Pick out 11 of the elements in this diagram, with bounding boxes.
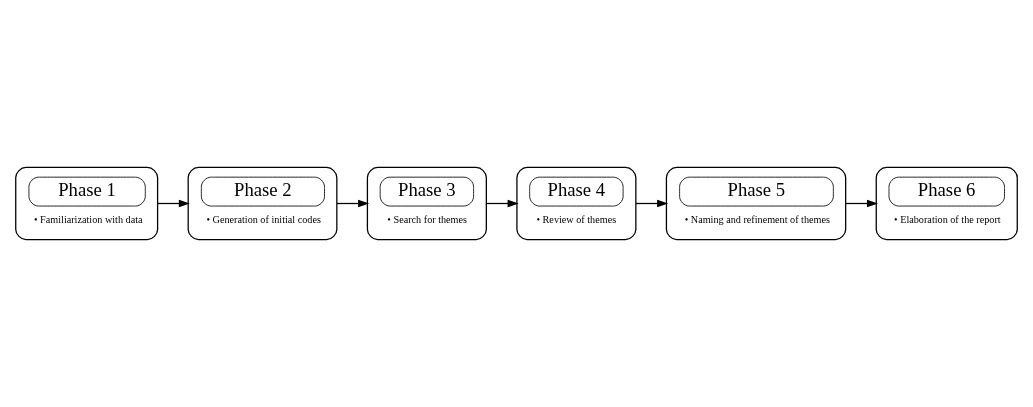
node-box: Phase 4 • Review of themes xyxy=(516,166,637,241)
arrow xyxy=(157,199,190,208)
node-box: Phase 6 • Elaboration of the report xyxy=(875,166,1018,241)
node-box: Phase 3 • Search for themes xyxy=(366,166,487,241)
arrow xyxy=(336,199,370,208)
node-box: Phase 1 • Familiarization with data xyxy=(15,166,159,241)
node-box: Phase 5 • Naming and refinement of themes xyxy=(665,166,847,241)
arrow xyxy=(635,199,669,208)
arrow xyxy=(845,199,879,208)
node-box: Phase 2 • Generation of initial codes xyxy=(187,166,338,241)
arrow xyxy=(485,199,519,208)
